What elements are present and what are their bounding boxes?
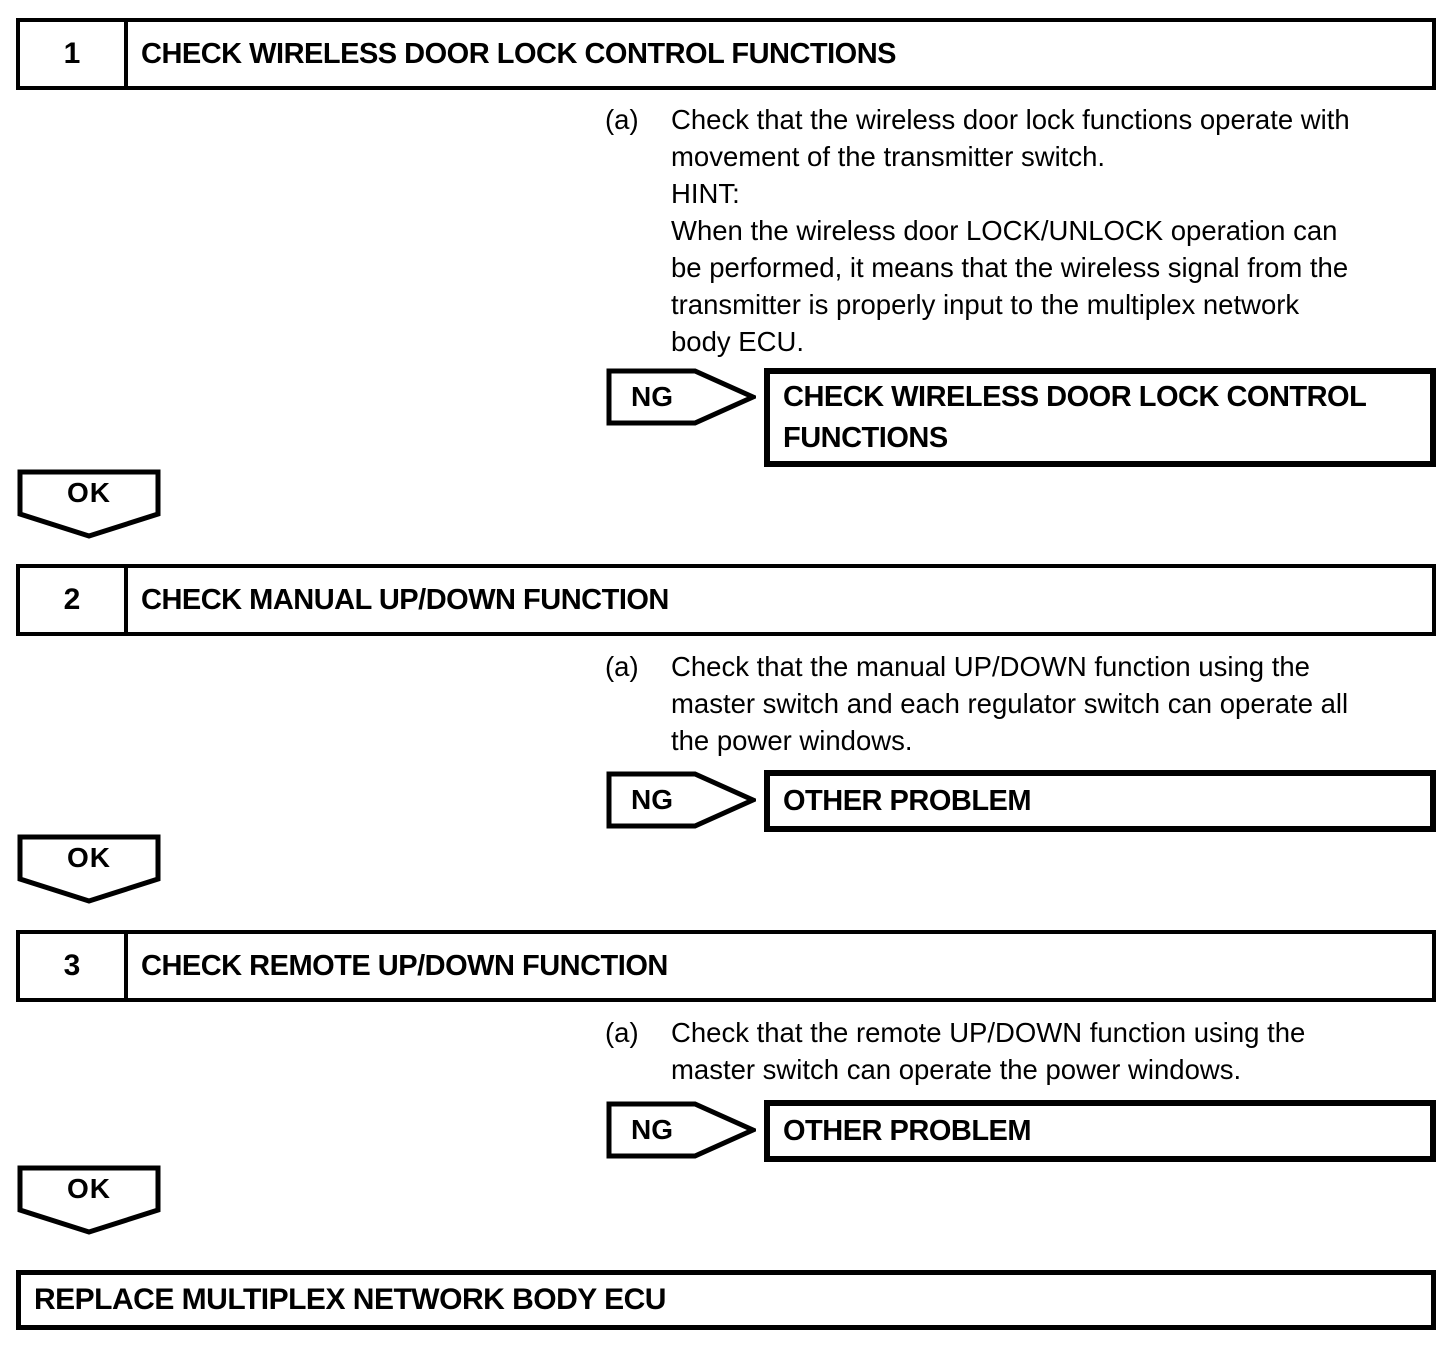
step-3-ok-connector: OK (17, 1165, 161, 1235)
step-1-instruction-text: Check that the wireless door lock functi… (671, 104, 1350, 357)
step-3-number: 3 (20, 934, 128, 998)
step-1-item-marker: (a) (605, 104, 639, 135)
step-3-item-marker: (a) (605, 1017, 639, 1048)
step-1-instruction: (a) Check that the wireless door lock fu… (605, 101, 1445, 360)
step-2-ng-label: NG (631, 784, 673, 815)
step-1-number: 1 (20, 22, 128, 86)
step-1-ng-arrow: NG (606, 368, 756, 426)
step-2-instruction-text: Check that the manual UP/DOWN function u… (671, 651, 1349, 756)
step-1-ok-connector: OK (17, 469, 161, 539)
step-2-title: CHECK MANUAL UP/DOWN FUNCTION (141, 583, 669, 616)
step-2-ok-label: OK (67, 841, 111, 873)
step-2-header: 2 CHECK MANUAL UP/DOWN FUNCTION (16, 564, 1436, 636)
ok-pentagon-icon (17, 834, 161, 904)
step-3-ng-result-text: OTHER PROBLEM (783, 1114, 1032, 1147)
step-1-ng-result-text: CHECK WIRELESS DOOR LOCK CONTROL FUNCTIO… (783, 380, 1367, 454)
step-3-ng-arrow: NG (606, 1101, 756, 1159)
ng-arrow-icon (606, 368, 756, 426)
step-1-title: CHECK WIRELESS DOOR LOCK CONTROL FUNCTIO… (141, 37, 897, 70)
step-2-ok-connector: OK (17, 834, 161, 904)
step-3-ok-label: OK (67, 1172, 111, 1204)
step-2-number: 2 (20, 568, 128, 632)
step-1-ok-label: OK (67, 476, 111, 508)
step-1-header: 1 CHECK WIRELESS DOOR LOCK CONTROL FUNCT… (16, 18, 1436, 90)
step-2-item-marker: (a) (605, 651, 639, 682)
step-2-ng-arrow: NG (606, 771, 756, 829)
step-3-instruction: (a) Check that the remote UP/DOWN functi… (605, 1014, 1445, 1088)
step-3-instruction-text: Check that the remote UP/DOWN function u… (671, 1017, 1306, 1085)
step-3-ng-label: NG (631, 1114, 673, 1145)
final-action-text: REPLACE MULTIPLEX NETWORK BODY ECU (34, 1283, 666, 1316)
step-1-ng-label: NG (631, 381, 673, 412)
ng-arrow-icon (606, 771, 756, 829)
step-3-header: 3 CHECK REMOTE UP/DOWN FUNCTION (16, 930, 1436, 1002)
step-2-ng-result-text: OTHER PROBLEM (783, 784, 1032, 817)
ng-arrow-icon (606, 1101, 756, 1159)
step-3-title: CHECK REMOTE UP/DOWN FUNCTION (141, 949, 668, 982)
ok-pentagon-icon (17, 469, 161, 539)
ok-pentagon-icon (17, 1165, 161, 1235)
step-1-ng-result-box: CHECK WIRELESS DOOR LOCK CONTROL FUNCTIO… (764, 368, 1436, 467)
step-2-instruction: (a) Check that the manual UP/DOWN functi… (605, 648, 1445, 759)
step-3-ng-result-box: OTHER PROBLEM (764, 1100, 1436, 1162)
final-action-box: REPLACE MULTIPLEX NETWORK BODY ECU (16, 1270, 1436, 1330)
step-2-ng-result-box: OTHER PROBLEM (764, 770, 1436, 832)
